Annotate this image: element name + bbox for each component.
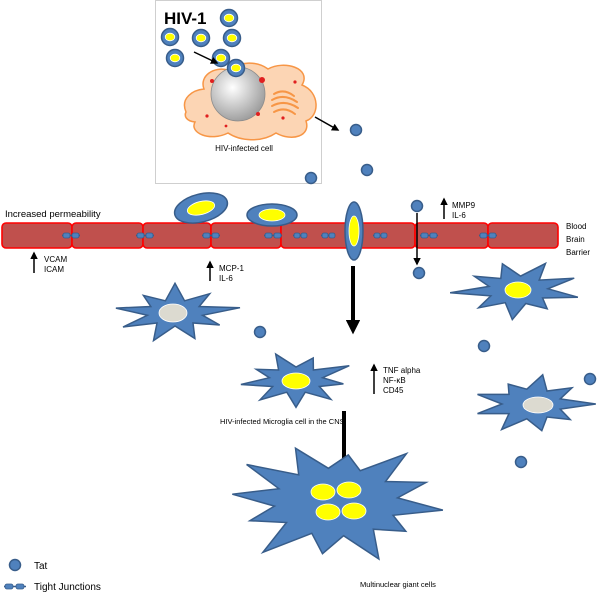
tat-particle xyxy=(304,171,318,185)
tight-junction xyxy=(202,232,220,239)
microglia-cell xyxy=(477,373,596,432)
multinuclear-giant-cell xyxy=(232,446,444,561)
marker-mmp9: MMP9 xyxy=(452,201,476,210)
virion xyxy=(211,48,231,68)
microglia-nucleus xyxy=(281,372,311,390)
blood-brain-barrier xyxy=(1,222,559,249)
marker-tnf-alpha: TNF alpha xyxy=(383,366,421,375)
tight-junction-legend-icon xyxy=(4,583,26,590)
golgi-apparatus xyxy=(271,90,299,115)
red-granules xyxy=(205,77,297,128)
barrier-name: Blood Brain Barrier xyxy=(566,222,590,257)
endothelial-cell xyxy=(71,222,144,249)
monocyte xyxy=(246,203,298,227)
microglia-nucleus xyxy=(522,396,554,414)
microglia-cell xyxy=(115,281,241,343)
permeability-label: Increased permeability xyxy=(5,209,101,220)
virion xyxy=(160,27,180,47)
tat-particle xyxy=(360,163,374,177)
marker-mcp1: MCP-1 xyxy=(219,264,244,273)
monocyte xyxy=(173,192,229,224)
tat-release-arrow xyxy=(314,116,340,131)
tight-junction xyxy=(373,232,388,239)
virion xyxy=(165,48,185,68)
tat-particle xyxy=(583,372,597,386)
virion-entering xyxy=(226,58,246,78)
infected-microglia-cell xyxy=(449,261,579,322)
marker-vcam: VCAM xyxy=(44,255,67,264)
giant-cell-label: Multinuclear giant cells xyxy=(360,580,436,589)
virion xyxy=(222,28,242,48)
infected-cell-label: HIV-infected cell xyxy=(215,144,273,153)
virion xyxy=(219,8,239,28)
microglia-nucleus xyxy=(158,303,188,323)
tat-particle xyxy=(477,339,491,353)
tat-particle xyxy=(514,455,528,469)
transmigrating-monocyte xyxy=(344,201,364,261)
tight-junction xyxy=(321,232,336,239)
tat-particle xyxy=(253,325,267,339)
endothelial-cell xyxy=(487,222,559,249)
tight-junction xyxy=(62,232,80,239)
giant-cell-nucleus xyxy=(315,503,341,521)
tat-particles xyxy=(253,123,597,469)
entry-arrow xyxy=(193,51,219,64)
marker-cd45: CD45 xyxy=(383,386,404,395)
infected-cell-panel: HIV-1 xyxy=(155,0,322,184)
tat-particle xyxy=(410,199,424,213)
virion-group xyxy=(160,8,242,68)
microglia-nucleus xyxy=(504,281,532,299)
tat-legend-icon xyxy=(8,558,22,572)
microglia-label: HIV-infected Microglia cell in the CNS xyxy=(220,417,345,426)
virus-label: HIV-1 xyxy=(164,9,207,28)
barrier-name-line: Blood xyxy=(566,222,586,231)
tight-junction xyxy=(136,232,154,239)
giant-cell-nucleus xyxy=(336,481,362,499)
barrier-name-line: Brain xyxy=(566,235,585,244)
legend-tight-junctions-label: Tight Junctions xyxy=(34,582,101,593)
infected-microglia-cell xyxy=(240,352,350,409)
marker-il6: IL-6 xyxy=(219,274,233,283)
marker-nfkb: NF-κB xyxy=(383,376,406,385)
tight-junction xyxy=(420,232,438,239)
tight-junction xyxy=(293,232,308,239)
tat-particle xyxy=(412,266,426,280)
giant-cell-nucleus xyxy=(341,502,367,520)
virion xyxy=(191,28,211,48)
cell-body xyxy=(232,446,444,561)
marker-il6: IL-6 xyxy=(452,211,466,220)
marker-icam: ICAM xyxy=(44,265,64,274)
endothelial-cell xyxy=(1,222,73,249)
legend: Tat Tight Junctions xyxy=(4,558,101,593)
barrier-name-line: Barrier xyxy=(566,248,590,257)
giant-cell-nucleus xyxy=(310,483,336,501)
tight-junction xyxy=(479,232,497,239)
tight-junction xyxy=(264,232,282,239)
legend-tat-label: Tat xyxy=(34,561,48,572)
tat-particle xyxy=(349,123,363,137)
